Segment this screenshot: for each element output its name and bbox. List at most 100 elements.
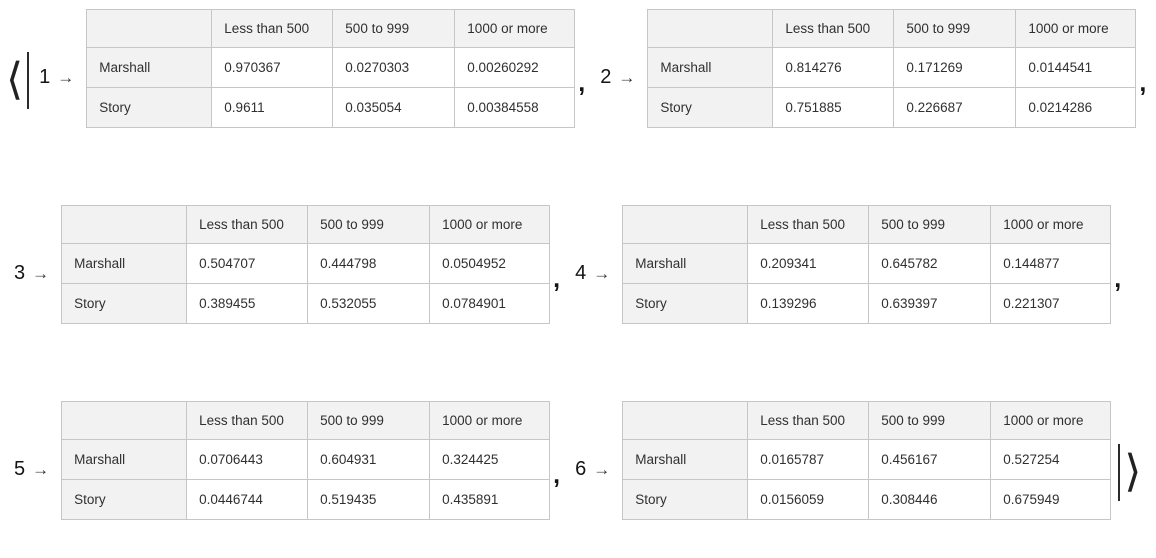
rule-label-3: 3 → [14,263,49,283]
table-row: Marshall 0.0706443 0.604931 0.324425 [61,438,551,480]
value-cell: 0.444798 [307,242,431,284]
rule-label-2: 2 → [600,67,635,87]
row-label[interactable]: Story [622,282,749,324]
column-header[interactable]: 500 to 999 [332,8,456,48]
value-cell: 0.389455 [186,282,309,324]
value-cell: 0.226687 [893,86,1017,128]
column-header[interactable]: Less than 500 [772,8,895,48]
open-bracket-bar-icon [27,51,30,109]
value-cell: 0.970367 [211,46,334,88]
value-cell: 0.324425 [429,438,551,480]
header-row: Less than 500 500 to 999 1000 or more [647,8,1137,48]
row-label[interactable]: Marshall [86,46,213,88]
value-cell: 0.308446 [868,478,992,520]
header-row: Less than 500 500 to 999 1000 or more [86,8,576,48]
rule-arrow-icon: → [57,68,75,87]
value-cell: 0.645782 [868,242,992,284]
value-cell: 0.0270303 [332,46,456,88]
corner-header-cell [647,8,774,48]
row-label[interactable]: Story [86,86,213,128]
value-cell: 0.527254 [990,438,1112,480]
dataset-table-1: Less than 500 500 to 999 1000 or more Ma… [86,8,576,128]
table-row: Story 0.389455 0.532055 0.0784901 [61,282,551,324]
rule-label-5: 5 → [14,459,49,479]
association-row-2: 3 → Less than 500 500 to 999 1000 or mor… [0,204,1156,324]
dataset-table-3: Less than 500 500 to 999 1000 or more Ma… [61,204,551,324]
column-header[interactable]: 500 to 999 [307,204,431,244]
column-header[interactable]: Less than 500 [747,400,870,440]
separator-comma: , [553,264,561,293]
value-cell: 0.0706443 [186,438,309,480]
open-angle-bracket-icon: ⟨ [6,54,24,105]
value-cell: 0.00384558 [454,86,576,128]
value-cell: 0.604931 [307,438,431,480]
association-row-3: 5 → Less than 500 500 to 999 1000 or mor… [0,400,1156,520]
table-row: Marshall 0.970367 0.0270303 0.00260292 [86,46,576,88]
value-cell: 0.435891 [429,478,551,520]
row-label[interactable]: Marshall [622,438,749,480]
value-cell: 0.456167 [868,438,992,480]
column-header[interactable]: Less than 500 [186,400,309,440]
rule-arrow-icon: → [618,68,636,87]
separator-comma: , [578,68,586,97]
table-row: Story 0.0446744 0.519435 0.435891 [61,478,551,520]
corner-header-cell [61,400,188,440]
row-label[interactable]: Marshall [622,242,749,284]
row-label[interactable]: Marshall [647,46,774,88]
entry-key: 2 [600,66,612,88]
column-header[interactable]: Less than 500 [186,204,309,244]
table-row: Marshall 0.209341 0.645782 0.144877 [622,242,1112,284]
row-label[interactable]: Story [622,478,749,520]
association-row-1: ⟨ 1 → Less than 500 500 to 999 1000 or m… [0,8,1156,128]
row-label[interactable]: Story [61,478,188,520]
row-label[interactable]: Marshall [61,242,188,284]
table-row: Marshall 0.0165787 0.456167 0.527254 [622,438,1112,480]
corner-header-cell [86,8,213,48]
row-label[interactable]: Story [61,282,188,324]
rule-arrow-icon: → [32,460,50,479]
dataset-table-5: Less than 500 500 to 999 1000 or more Ma… [61,400,551,520]
table-row: Marshall 0.814276 0.171269 0.0144541 [647,46,1137,88]
value-cell: 0.0144541 [1015,46,1137,88]
value-cell: 0.814276 [772,46,895,88]
value-cell: 0.144877 [990,242,1112,284]
column-header[interactable]: 500 to 999 [893,8,1017,48]
column-header[interactable]: 1000 or more [1015,8,1137,48]
column-header[interactable]: 1000 or more [990,400,1112,440]
separator-comma: , [553,460,561,489]
separator-comma: , [1114,264,1122,293]
corner-header-cell [61,204,188,244]
value-cell: 0.0446744 [186,478,309,520]
column-header[interactable]: 500 to 999 [868,204,992,244]
column-header[interactable]: 1000 or more [429,204,551,244]
column-header[interactable]: Less than 500 [747,204,870,244]
rule-label-4: 4 → [575,263,610,283]
dataset-table-2: Less than 500 500 to 999 1000 or more Ma… [647,8,1137,128]
dataset-table-4: Less than 500 500 to 999 1000 or more Ma… [622,204,1112,324]
rule-arrow-icon: → [32,264,50,283]
row-label[interactable]: Marshall [61,438,188,480]
column-header[interactable]: 1000 or more [429,400,551,440]
corner-header-cell [622,400,749,440]
value-cell: 0.504707 [186,242,309,284]
close-angle-bracket-icon: ⟩ [1124,446,1142,497]
column-header[interactable]: 500 to 999 [868,400,992,440]
row-label[interactable]: Story [647,86,774,128]
value-cell: 0.0165787 [747,438,870,480]
rule-arrow-icon: → [593,460,611,479]
entry-key: 3 [14,262,26,284]
column-header[interactable]: Less than 500 [211,8,334,48]
corner-header-cell [622,204,749,244]
value-cell: 0.0156059 [747,478,870,520]
entry-key: 5 [14,458,26,480]
rule-arrow-icon: → [593,264,611,283]
header-row: Less than 500 500 to 999 1000 or more [61,204,551,244]
column-header[interactable]: 1000 or more [454,8,576,48]
value-cell: 0.139296 [747,282,870,324]
table-row: Marshall 0.504707 0.444798 0.0504952 [61,242,551,284]
column-header[interactable]: 1000 or more [990,204,1112,244]
table-row: Story 0.751885 0.226687 0.0214286 [647,86,1137,128]
column-header[interactable]: 500 to 999 [307,400,431,440]
value-cell: 0.035054 [332,86,456,128]
